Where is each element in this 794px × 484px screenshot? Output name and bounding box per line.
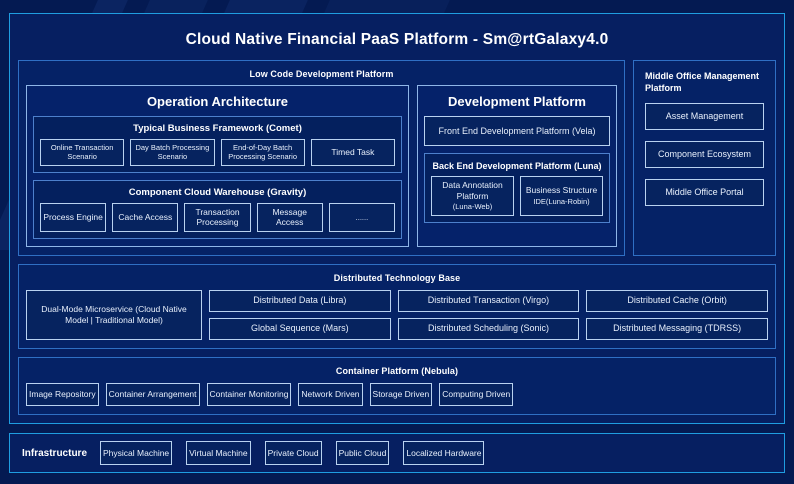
chip-public-cloud[interactable]: Public Cloud (335, 441, 390, 465)
chip-private-cloud[interactable]: Private Cloud (264, 441, 322, 465)
middle-office-title: Middle Office Management Platform (645, 71, 760, 94)
chip-day-batch-processing-scenario[interactable]: Day Batch Processing Scenario (130, 139, 215, 166)
low-code-platform-title: Low Code Development Platform (249, 69, 394, 79)
chip-physical-machine[interactable]: Physical Machine (100, 441, 173, 465)
chip-transaction-processing[interactable]: Transaction Processing (184, 202, 251, 232)
back-end-development-platform-title: Back End Development Platform (Luna) (432, 161, 602, 171)
component-cloud-warehouse-group: Component Cloud Warehouse (Gravity) Proc… (33, 179, 402, 239)
development-platform-title: Development Platform (448, 94, 586, 109)
chip-virtual-machine[interactable]: Virtual Machine (186, 441, 251, 465)
chip-distributed-messaging[interactable]: Distributed Messaging (TDRSS) (586, 318, 768, 340)
chip-data-annotation-platform[interactable]: Data Annotation Platform (Luna-Web) (431, 176, 514, 216)
typical-business-framework-items: Online Transaction Scenario Day Batch Pr… (40, 139, 395, 166)
back-end-items: Data Annotation Platform (Luna-Web) Busi… (431, 176, 603, 216)
container-platform-title: Container Platform (Nebula) (335, 366, 459, 376)
back-end-development-platform-group: Back End Development Platform (Luna) Dat… (424, 153, 610, 223)
business-structure-sub: IDE(Luna-Robin) (533, 196, 590, 206)
distributed-technology-base-title: Distributed Technology Base (333, 273, 461, 283)
chip-business-structure-ide[interactable]: Business Structure IDE(Luna-Robin) (520, 176, 603, 216)
chip-distributed-cache[interactable]: Distributed Cache (Orbit) (586, 290, 768, 312)
middle-office-panel: Middle Office Management Platform Asset … (633, 60, 776, 256)
operation-architecture-panel: Operation Architecture Typical Business … (26, 85, 409, 247)
operation-architecture-title: Operation Architecture (146, 94, 289, 109)
chip-timed-task[interactable]: Timed Task (310, 139, 395, 166)
top-region: Low Code Development Platform Operation … (18, 60, 776, 256)
chip-container-monitoring[interactable]: Container Monitoring (206, 383, 292, 406)
chip-front-end-development-platform[interactable]: Front End Development Platform (Vela) (424, 116, 610, 146)
chip-message-access[interactable]: Message Access (256, 202, 323, 232)
component-cloud-warehouse-title: Component Cloud Warehouse (Gravity) (128, 186, 307, 198)
chip-distributed-transaction[interactable]: Distributed Transaction (Virgo) (397, 290, 580, 312)
platform-frame: Cloud Native Financial PaaS Platform - S… (9, 13, 785, 424)
distributed-technology-items: Distributed Data (Libra) Distributed Tra… (209, 290, 768, 340)
chip-distributed-scheduling[interactable]: Distributed Scheduling (Sonic) (397, 318, 580, 340)
infrastructure-panel: Infrastructure Physical Machine Virtual … (9, 433, 785, 473)
data-annotation-platform-name: Data Annotation Platform (442, 180, 503, 201)
chip-more-ellipsis[interactable]: ...... (328, 202, 396, 232)
chip-dual-mode-microservice[interactable]: Dual-Mode Microservice (Cloud Native Mod… (26, 290, 202, 340)
data-annotation-platform-sub: (Luna-Web) (452, 202, 493, 212)
container-platform-panel: Container Platform (Nebula) Image Reposi… (18, 357, 776, 415)
distributed-technology-base-panel: Distributed Technology Base Dual-Mode Mi… (18, 264, 776, 349)
middle-office-items: Asset Management Component Ecosystem Mid… (641, 103, 768, 209)
chip-end-of-day-batch-processing-scenario[interactable]: End-of-Day Batch Processing Scenario (220, 139, 305, 166)
low-code-body: Operation Architecture Typical Business … (26, 85, 617, 247)
chip-localized-hardware[interactable]: Localized Hardware (403, 441, 485, 465)
low-code-platform-panel: Low Code Development Platform Operation … (18, 60, 625, 256)
chip-process-engine[interactable]: Process Engine (40, 202, 107, 232)
development-platform-stack: Front End Development Platform (Vela) Ba… (424, 116, 610, 223)
chip-storage-driven[interactable]: Storage Driven (369, 383, 433, 406)
chip-component-ecosystem[interactable]: Component Ecosystem (645, 141, 764, 169)
infrastructure-label: Infrastructure (22, 447, 88, 459)
chip-asset-management[interactable]: Asset Management (645, 103, 764, 131)
chip-cache-access[interactable]: Cache Access (112, 202, 179, 232)
typical-business-framework-group: Typical Business Framework (Comet) Onlin… (33, 116, 402, 173)
typical-business-framework-title: Typical Business Framework (Comet) (133, 123, 302, 134)
infrastructure-items: Physical Machine Virtual Machine Private… (100, 441, 776, 465)
chip-image-repository[interactable]: Image Repository (26, 383, 99, 406)
chip-computing-driven[interactable]: Computing Driven (439, 383, 514, 406)
chip-distributed-data[interactable]: Distributed Data (Libra) (209, 290, 391, 312)
development-platform-panel: Development Platform Front End Developme… (417, 85, 617, 247)
dual-mode-microservice-wrap: Dual-Mode Microservice (Cloud Native Mod… (26, 290, 202, 340)
page-title: Cloud Native Financial PaaS Platform - S… (185, 31, 609, 48)
chip-online-transaction-scenario[interactable]: Online Transaction Scenario (40, 139, 125, 166)
business-structure-name: Business Structure (525, 185, 598, 196)
chip-container-arrangement[interactable]: Container Arrangement (105, 383, 200, 406)
distributed-technology-base-body: Dual-Mode Microservice (Cloud Native Mod… (26, 290, 768, 340)
container-platform-items: Image Repository Container Arrangement C… (26, 383, 768, 406)
component-cloud-warehouse-items: Process Engine Cache Access Transaction … (40, 202, 396, 232)
chip-network-driven[interactable]: Network Driven (298, 383, 363, 406)
chip-middle-office-portal[interactable]: Middle Office Portal (645, 179, 764, 207)
chip-global-sequence[interactable]: Global Sequence (Mars) (209, 318, 391, 340)
